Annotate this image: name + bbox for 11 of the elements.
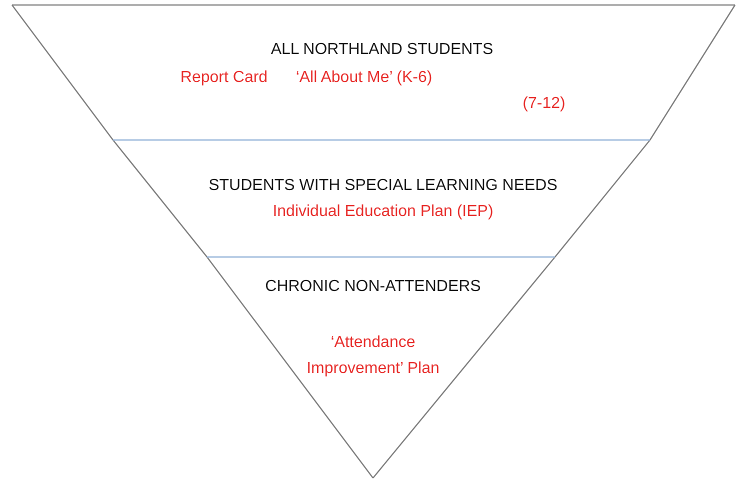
funnel-tier (113, 140, 650, 257)
tier-item: ‘Attendance Improvement’ Plan (306, 333, 440, 379)
tier-heading: STUDENTS WITH SPECIAL LEARNING NEEDS (208, 176, 558, 196)
tier-item: Individual Education Plan (IEP) (272, 202, 494, 222)
funnel-tier (12, 5, 735, 140)
tier-item: (7-12) (522, 94, 566, 114)
tier-heading: CHRONIC NON-ATTENDERS (264, 277, 482, 297)
tier-item: Report Card (179, 68, 269, 88)
tier-heading: ALL NORTHLAND STUDENTS (270, 40, 494, 60)
funnel-tier (207, 257, 555, 478)
tier-item: ‘All About Me’ (K-6) (294, 68, 434, 88)
